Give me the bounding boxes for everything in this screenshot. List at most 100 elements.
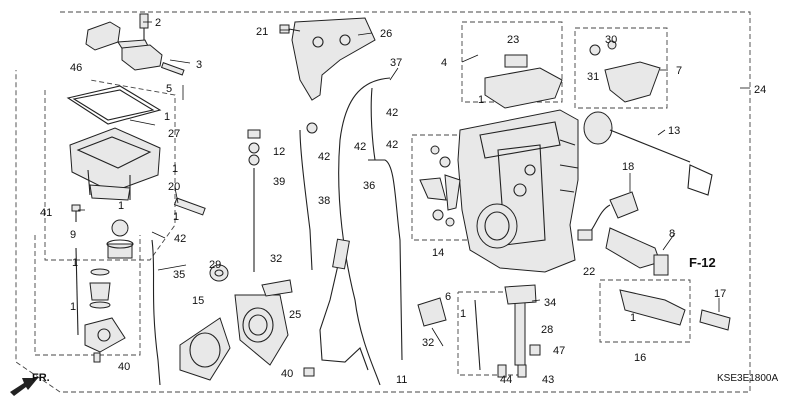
jet-needle-39: [247, 129, 261, 272]
throttle-valve-13: [583, 111, 713, 196]
callout-20: 20: [168, 181, 180, 193]
callout-24: 24: [754, 84, 766, 96]
float-chamber-frame: [44, 79, 176, 261]
callout-32a: 32: [270, 253, 282, 265]
callout-9: 9: [70, 229, 76, 241]
callout-8: 8: [669, 228, 675, 240]
pin-3: [160, 62, 185, 76]
lever-parts-14: [419, 145, 461, 227]
screw-40b: [303, 367, 315, 377]
float-needle-9: [75, 247, 79, 336]
callout-1g: 1: [478, 94, 484, 106]
callout-35: 35: [173, 269, 185, 281]
gasket-5: [66, 85, 162, 125]
callout-16: 16: [634, 352, 646, 364]
diagram-code: KSE3E1800A: [717, 373, 778, 384]
link-frame: [574, 27, 668, 109]
cap-32b: [417, 297, 447, 327]
top-cover-23: [484, 54, 563, 109]
callout-42e: 42: [354, 141, 366, 153]
jet-needle-28: [504, 284, 537, 366]
hose-35: [151, 239, 161, 386]
callout-42c: 42: [386, 107, 398, 119]
pump-8: [605, 227, 669, 276]
callout-15: 15: [192, 295, 204, 307]
callout-39: 39: [273, 176, 285, 188]
callout-46: 46: [70, 62, 82, 74]
callout-2: 2: [155, 17, 161, 29]
callout-25: 25: [289, 309, 301, 321]
link-7: [589, 40, 661, 103]
callout-36: 36: [363, 180, 375, 192]
sensor-18: [577, 191, 639, 241]
callout-31: 31: [587, 71, 599, 83]
callout-41: 41: [40, 207, 52, 219]
callout-1e: 1: [72, 257, 78, 269]
gasket-15: [179, 317, 231, 381]
pump-rod-16: [619, 289, 686, 326]
callout-42a: 42: [174, 233, 186, 245]
callout-29: 29: [209, 259, 221, 271]
insulator-25: [234, 294, 289, 366]
float-group-frame: [34, 235, 141, 356]
throttle-cable-bracket-26: [291, 17, 376, 101]
drain-screw-20: [173, 197, 206, 216]
carburetor-body: [457, 109, 579, 273]
callout-7: 7: [676, 65, 682, 77]
needle-jet-44: [474, 299, 527, 378]
float-spring-parts: [89, 268, 111, 309]
hose-38: [299, 122, 318, 271]
callout-17: 17: [714, 288, 726, 300]
callout-1b: 1: [172, 163, 178, 175]
jet-frame: [457, 291, 521, 376]
callout-12: 12: [273, 146, 285, 158]
callout-1-jet: 1: [460, 308, 466, 320]
screw-2: [139, 13, 149, 40]
callout-42d: 42: [386, 139, 398, 151]
callout-23: 23: [507, 34, 519, 46]
callout-11: 11: [396, 374, 407, 386]
callout-18: 18: [622, 161, 634, 173]
callout-1a: 1: [164, 111, 170, 123]
callout-1d: 1: [118, 200, 124, 212]
section-reference: F-12: [689, 255, 716, 270]
callout-26: 26: [380, 28, 392, 40]
callout-4: 4: [441, 57, 447, 69]
callout-32b: 32: [422, 337, 434, 349]
callout-34: 34: [544, 297, 556, 309]
top-cap: [85, 21, 163, 71]
callout-43: 43: [542, 374, 554, 386]
direction-label: FR.: [32, 372, 50, 384]
callout-6: 6: [445, 291, 451, 303]
float-chamber-body: [69, 127, 161, 201]
callout-1c: 1: [173, 211, 179, 223]
callout-40a: 40: [118, 361, 130, 373]
throttle-cable-11: [319, 238, 369, 371]
front-direction-arrow: FR.: [10, 372, 50, 396]
clamp-32a: [261, 279, 293, 297]
callout-42b: 42: [318, 151, 330, 163]
pump-frame: [599, 279, 691, 343]
callout-28: 28: [541, 324, 553, 336]
float-body-40: [84, 317, 126, 363]
jet-47: [529, 344, 541, 356]
bolt-41: [71, 204, 81, 222]
callout-44: 44: [500, 374, 512, 386]
callout-21: 21: [256, 26, 268, 38]
callout-14: 14: [432, 247, 444, 259]
hose-36: [368, 159, 403, 361]
callout-1h: 1: [630, 312, 636, 324]
callout-38: 38: [318, 195, 330, 207]
bolt-21: [279, 24, 301, 34]
callout-13: 13: [668, 125, 680, 137]
callout-22: 22: [583, 266, 595, 278]
callout-40b: 40: [281, 368, 293, 380]
callout-1f: 1: [70, 301, 76, 313]
top-cover-frame: [461, 21, 563, 103]
o-ring-29: [209, 264, 229, 282]
float-valve-parts: [106, 219, 134, 259]
callout-3: 3: [196, 59, 202, 71]
vent-hose-37: [338, 77, 391, 386]
